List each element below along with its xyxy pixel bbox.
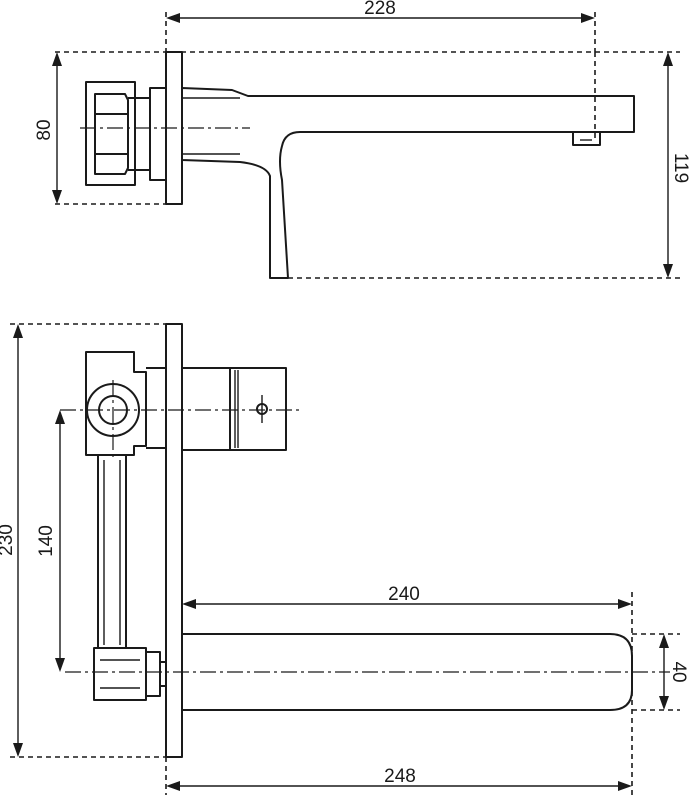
bot-lower-nut: [146, 651, 161, 697]
dim-248-arrow-left: [166, 781, 180, 791]
bot-pipe: [97, 455, 127, 648]
bot-handle-ridge: [234, 370, 239, 448]
bot-handle-knob: [229, 367, 287, 451]
top-handle-stem: [128, 97, 151, 171]
dim-140-arrow-bottom: [55, 658, 65, 672]
bot-pipe-inner: [103, 460, 121, 645]
top-handle-inner: [94, 93, 129, 175]
dim-228-arrow-right: [581, 13, 595, 23]
top-handle-core: [94, 113, 129, 155]
bot-ext-spout: [632, 633, 680, 711]
dim-230-arrow-bottom: [13, 743, 23, 757]
bot-wall-plate: [165, 323, 183, 758]
top-spout-body: [181, 87, 635, 279]
dim-230-arrow-top: [13, 324, 23, 338]
dim-80-label: 80: [34, 119, 55, 140]
bot-valve-body: [85, 351, 147, 456]
top-aerator: [572, 131, 601, 146]
bottom-view: 230 140 240 40 248: [0, 323, 689, 795]
dim-119-arrow-top: [663, 52, 673, 66]
dim-119-arrow-bottom: [663, 264, 673, 278]
top-handle-body: [85, 81, 136, 186]
dim-40-arrow-bottom: [659, 696, 669, 710]
bot-handle-base: [181, 367, 231, 451]
dim-240-arrow-left: [182, 599, 196, 609]
bot-lower-connector: [160, 661, 167, 687]
dim-40-arrow-top: [659, 634, 669, 648]
dim-228-arrow-left: [166, 13, 180, 23]
dim-240-label: 240: [388, 584, 420, 605]
dim-80-arrow-bottom: [52, 190, 62, 204]
dim-80-arrow-top: [52, 52, 62, 66]
dim-140-label: 140: [36, 525, 57, 557]
top-handle-collar: [149, 87, 167, 181]
dim-119-label: 119: [670, 153, 689, 183]
dim-248-label: 248: [384, 766, 416, 787]
dim-140-arrow-top: [55, 410, 65, 424]
bot-valve-neck: [146, 367, 167, 449]
bot-lower-detail: [100, 659, 140, 689]
dim-240-arrow-right: [618, 599, 632, 609]
top-spout-detail: [182, 97, 240, 155]
top-view: 228 80 119: [34, 0, 689, 279]
dim-248-arrow-right: [618, 781, 632, 791]
dim-228-label: 228: [364, 0, 396, 19]
bot-lower-fitting: [93, 647, 147, 701]
dim-230-label: 230: [0, 524, 17, 556]
dim-40-label: 40: [668, 661, 689, 682]
bot-spout: [182, 633, 633, 711]
